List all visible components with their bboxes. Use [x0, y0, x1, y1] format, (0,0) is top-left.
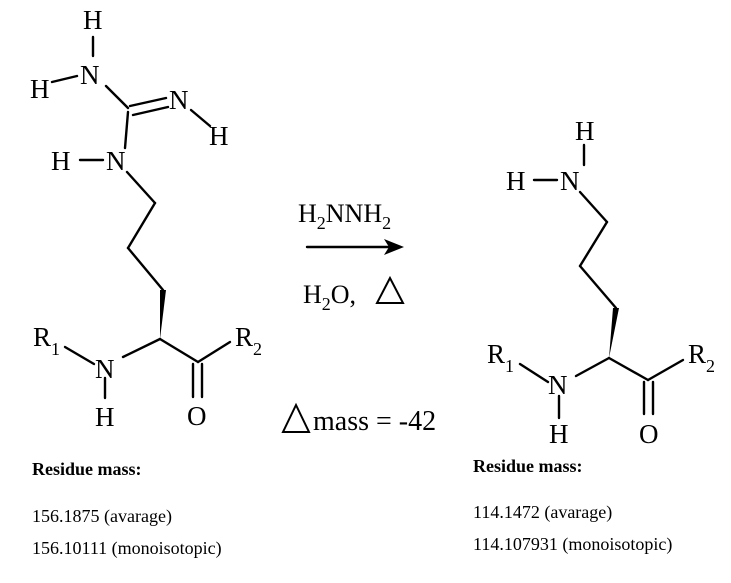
r2-letter: R — [235, 322, 253, 352]
r2-letter: R — [688, 339, 706, 369]
bond-n-amine-c — [104, 84, 130, 110]
bond-n-imine-h — [189, 108, 212, 128]
bond-alpha-carbonyl — [607, 356, 650, 382]
atom-h-imine: H — [209, 121, 229, 151]
r1-index: 1 — [51, 339, 60, 359]
reagent-hydrazine: H2NNH2 — [298, 199, 391, 233]
reaction-arrow-head — [384, 239, 404, 255]
bond-c1-c2 — [126, 201, 157, 250]
product-structure: H H N R1 N H R2 O — [487, 116, 715, 449]
wedge-bond-alpha — [609, 308, 619, 358]
bond-carbonyl-r2 — [646, 358, 685, 382]
reactant-structure: H H N N H H N R1 N H R2 O — [30, 5, 262, 432]
atom-h-top: H — [575, 116, 595, 146]
bond-c-n-imine-double-2 — [131, 105, 170, 117]
atom-o-carbonyl: O — [187, 401, 207, 431]
bond-r1-n — [63, 345, 96, 366]
delta-triangle-icon — [281, 402, 311, 433]
wedge-bond-alpha — [160, 290, 166, 339]
reactant-average-mass: 156.1875 (avarage) — [32, 506, 172, 526]
reagent-water: H2O, — [303, 280, 356, 314]
atom-n-chain: N — [106, 146, 126, 176]
bond-c2-c3 — [578, 264, 618, 310]
delta-mass: mass = -42 — [281, 402, 436, 437]
bond-h-left-n — [50, 74, 79, 84]
bond-r1-n — [518, 362, 550, 384]
product-residue-mass-title: Residue mass: — [473, 456, 583, 476]
bond-n-chain-c1 — [125, 170, 157, 205]
bond-c2-c3 — [126, 246, 165, 292]
bond-c-n-chain — [123, 110, 130, 150]
delta-mass-label: mass = -42 — [313, 406, 436, 437]
atom-r1: R1 — [487, 339, 514, 376]
atom-n-backbone: N — [548, 370, 568, 400]
atom-n-amine: N — [80, 60, 100, 90]
bond-alpha-n — [574, 356, 611, 378]
atom-n-amine: N — [560, 166, 580, 196]
bond-c-n-imine-double-1 — [128, 96, 168, 108]
atom-r2: R2 — [235, 322, 262, 359]
atom-r2: R2 — [688, 339, 715, 376]
atom-n-imine: N — [169, 85, 189, 115]
bond-n-c1 — [578, 190, 609, 224]
atom-h-backbone: H — [549, 419, 569, 449]
reactant-monoisotopic-mass: 156.10111 (monoisotopic) — [32, 538, 222, 558]
atom-h-left: H — [506, 166, 526, 196]
atom-h-left: H — [30, 74, 50, 104]
r1-index: 1 — [505, 356, 514, 376]
atom-o-carbonyl: O — [639, 419, 659, 449]
bond-alpha-n — [121, 337, 162, 359]
r2-index: 2 — [706, 356, 715, 376]
atom-h-nh: H — [51, 146, 71, 176]
bond-carbonyl-r2 — [196, 340, 232, 364]
r2-index: 2 — [253, 339, 262, 359]
atom-n-backbone: N — [95, 354, 115, 384]
atom-h-backbone: H — [95, 402, 115, 432]
r1-letter: R — [33, 322, 51, 352]
product-average-mass: 114.1472 (avarage) — [473, 502, 613, 522]
bond-c1-c2 — [578, 220, 609, 268]
heat-triangle-icon — [375, 275, 405, 304]
reaction-conditions: H2NNH2 H2O, — [298, 199, 405, 314]
product-monoisotopic-mass: 114.107931 (monoisotopic) — [473, 534, 673, 554]
r1-letter: R — [487, 339, 505, 369]
atom-h-top: H — [83, 5, 103, 35]
bond-alpha-carbonyl — [158, 337, 200, 364]
reactant-residue-mass-title: Residue mass: — [32, 459, 142, 479]
atom-r1: R1 — [33, 322, 60, 359]
